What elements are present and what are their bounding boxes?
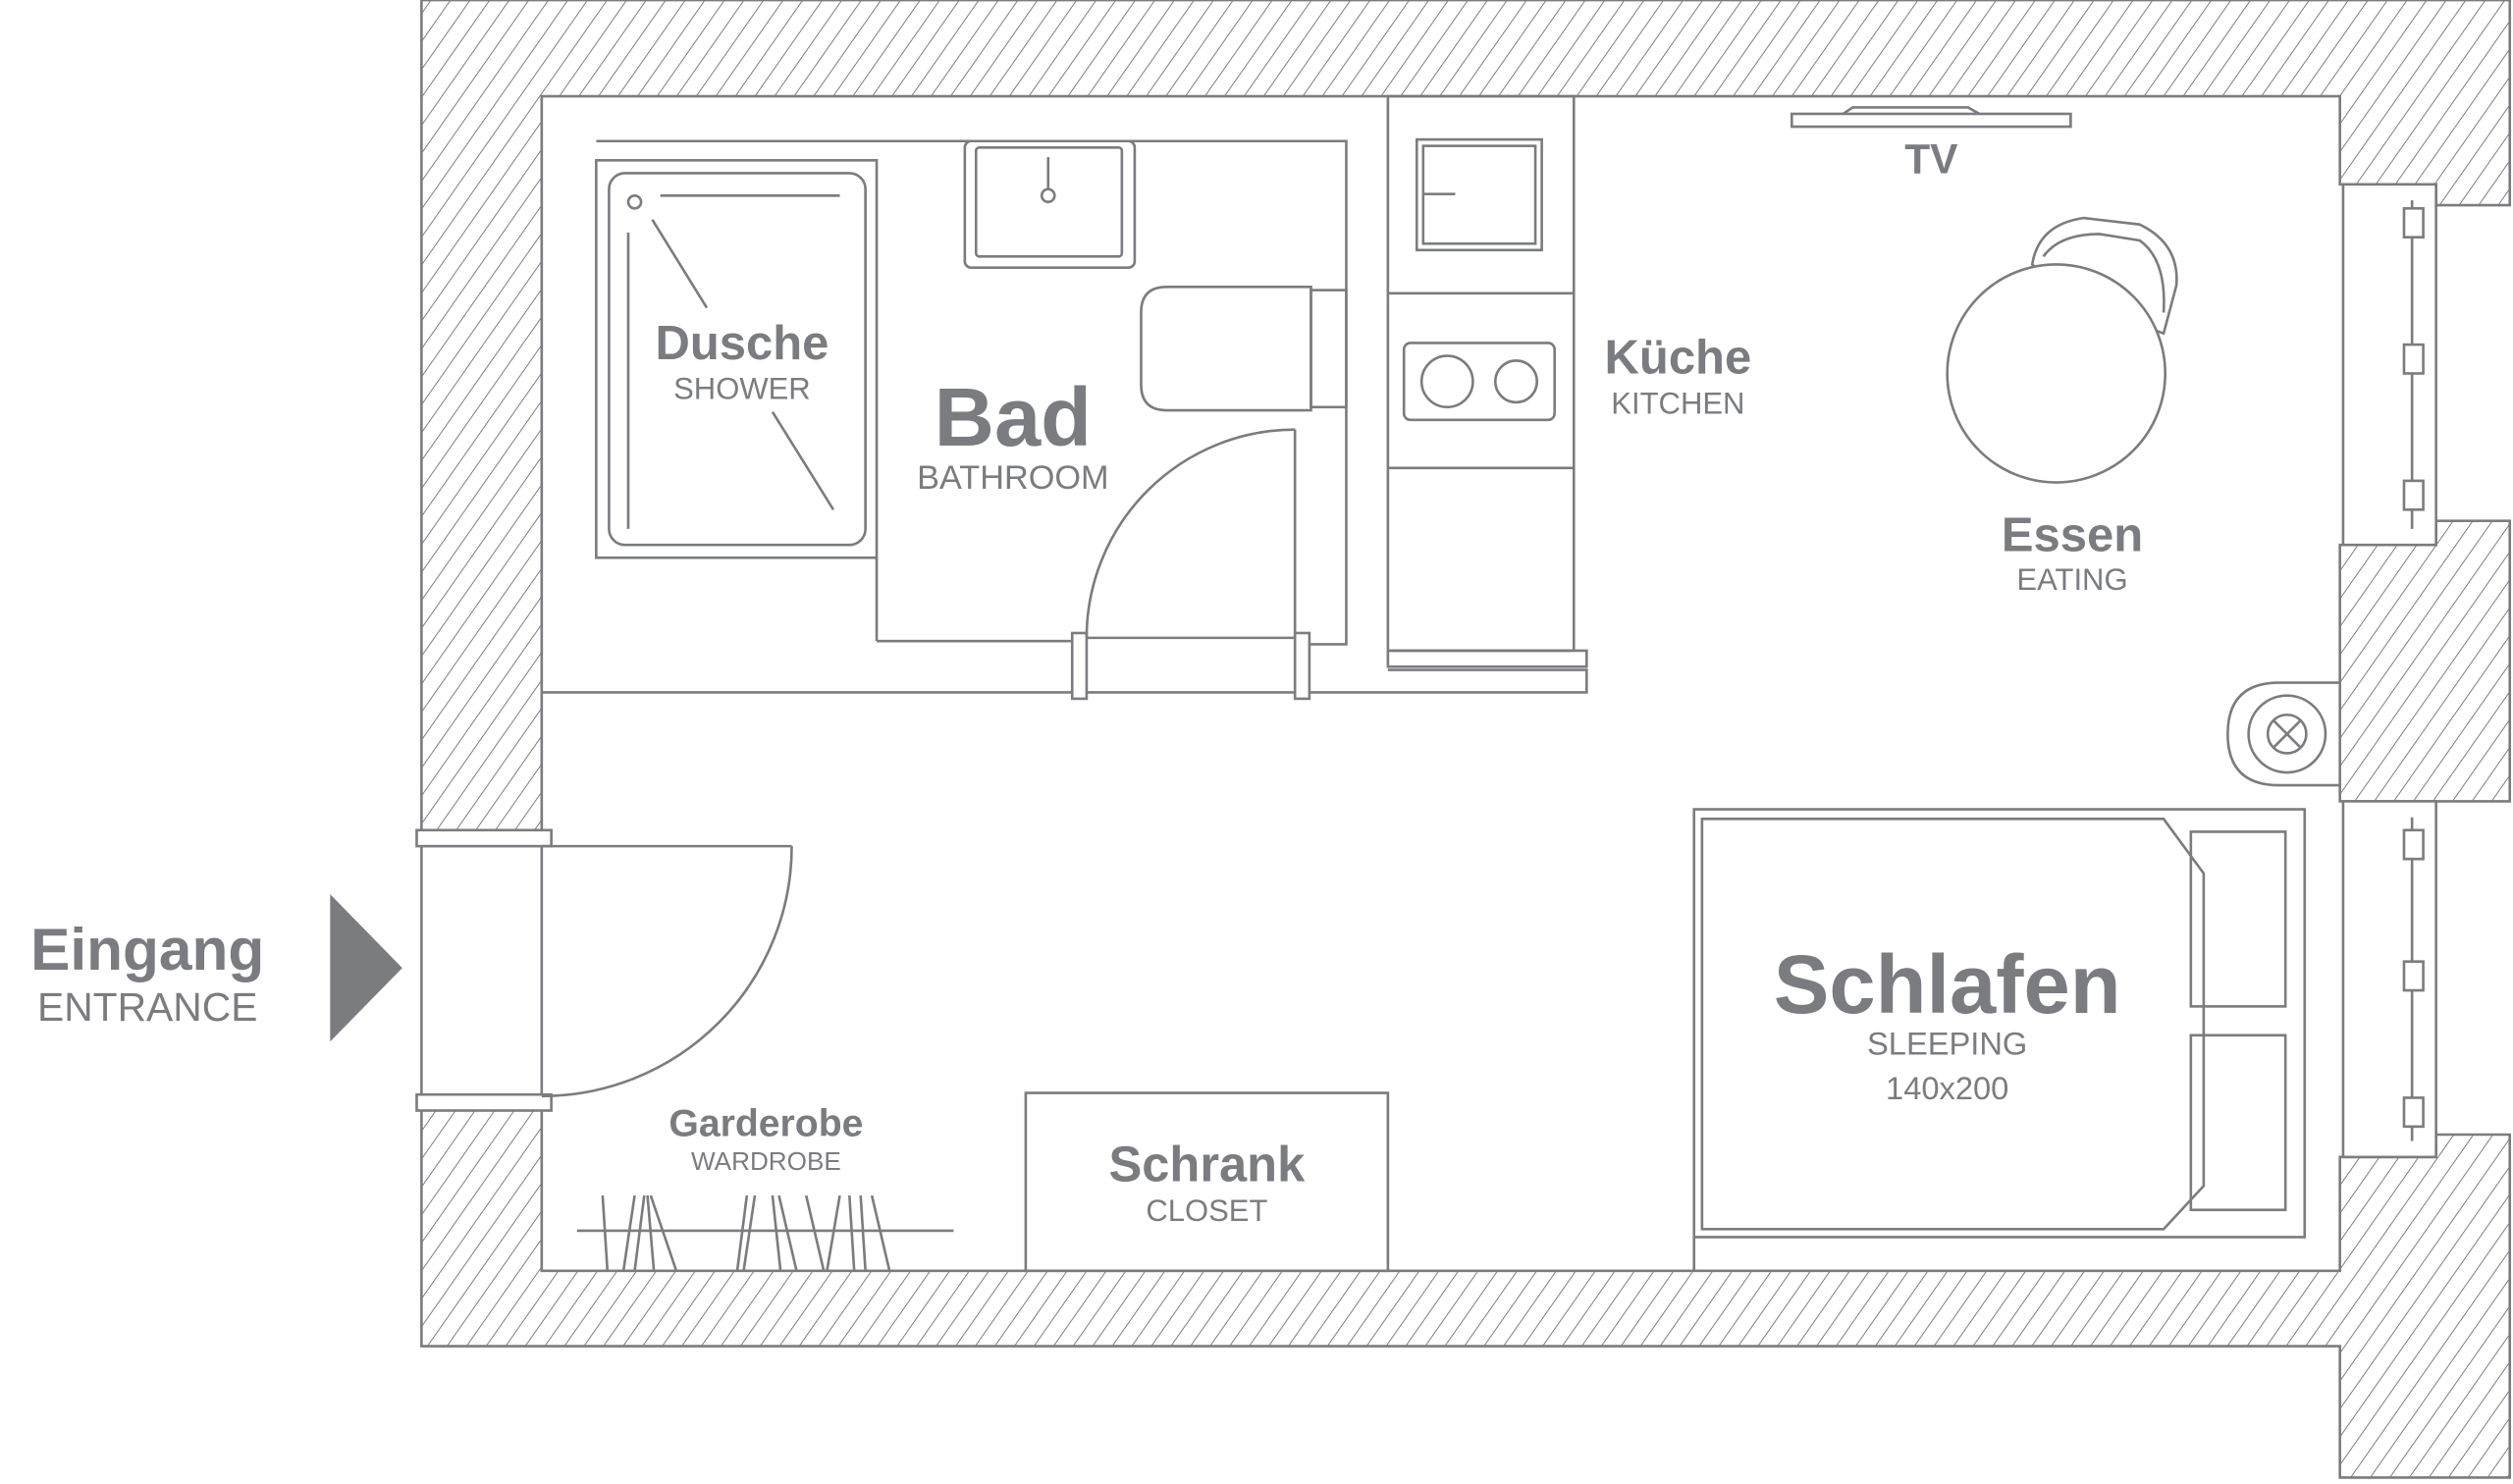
vent-icon (2226, 681, 2340, 787)
wardrobe-sublabel: WARDROBE (691, 1146, 841, 1176)
bathroom-label: Bad (935, 370, 1092, 463)
bed (1692, 808, 2307, 1271)
dining-table (1946, 263, 2167, 484)
eating-label: Essen (2002, 509, 2143, 562)
walls (420, 0, 2512, 1479)
kitchen-sublabel: KITCHEN (1611, 386, 1744, 420)
shower-tray (608, 172, 867, 547)
closet-sublabel: CLOSET (1146, 1193, 1267, 1228)
wall-top-left (420, 0, 2512, 832)
eating-sublabel: EATING (2016, 562, 2127, 597)
shower-label: Dusche (655, 317, 829, 370)
wardrobe-label: Garderobe (668, 1103, 863, 1145)
kitchen-label: Küche (1605, 331, 1752, 384)
window-upper (2341, 183, 2437, 547)
closet-label: Schrank (1109, 1136, 1307, 1192)
tv-icon (1791, 106, 2072, 129)
bathroom-sublabel: BATHROOM (917, 459, 1108, 497)
entrance-label: Eingang (30, 916, 264, 982)
kitchen-unit (1386, 94, 1588, 668)
wall-right-middle (2338, 519, 2512, 803)
tv-label: TV (1904, 135, 1958, 182)
window-lower (2341, 800, 2437, 1159)
entrance-sublabel: ENTRANCE (37, 984, 257, 1030)
toilet (1140, 286, 1348, 412)
stove (1402, 342, 1556, 422)
sink (963, 139, 1137, 270)
bathroom (541, 139, 1588, 701)
bathroom-door[interactable] (1070, 428, 1311, 701)
bed-size-label: 140x200 (1886, 1070, 2008, 1106)
entrance-arrow-icon (330, 894, 402, 1042)
sleeping-sublabel: SLEEPING (1867, 1025, 2027, 1061)
shower-sublabel: SHOWER (673, 372, 811, 406)
entrance-door[interactable] (415, 828, 793, 1112)
wardrobe-rail (576, 1194, 954, 1272)
sleeping-label: Schlafen (1774, 937, 2121, 1031)
closet (1024, 1091, 1390, 1273)
